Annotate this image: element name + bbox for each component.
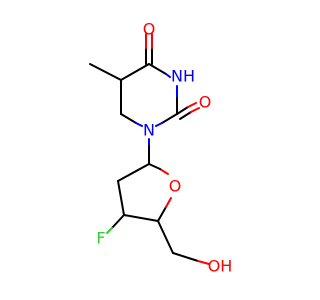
bond-o-c1-red <box>159 168 169 175</box>
bond-c5prime-oh-red <box>197 260 210 265</box>
bond-methyl <box>89 63 122 81</box>
bond-c5-c4 <box>120 63 150 81</box>
bond-o-c1 <box>148 163 161 170</box>
bond-c6-n1-blue <box>135 122 143 127</box>
bond-c2-o <box>176 106 189 115</box>
nitrogen-label: N <box>143 121 155 140</box>
bond-c1-c2prime <box>117 163 150 182</box>
oxygen-label-right: O <box>199 93 212 112</box>
bond-c3prime-f-green <box>106 227 113 234</box>
bond-c4-nh-blue <box>165 73 171 78</box>
fluorine-label: F <box>96 229 105 248</box>
bond-c2-o-red <box>187 102 197 108</box>
hydroxyl-label: OH <box>208 257 233 276</box>
bond-c4prime-o-red <box>165 197 172 208</box>
structural-formula: O NH O N O F OH <box>89 20 233 276</box>
bond-c3prime-c4prime <box>123 214 159 222</box>
bond-c2-n1-blue <box>155 122 163 127</box>
oxygen-label-top: O <box>143 20 156 39</box>
bond-c4-nh <box>148 63 167 75</box>
bond-c4prime-o <box>157 206 167 222</box>
bond-c5prime-oh <box>172 252 199 262</box>
nh-label: NH <box>171 67 195 86</box>
furanose-oxygen-label: O <box>169 177 182 196</box>
bond-c2-n1 <box>161 113 178 124</box>
bond-c4prime-c5prime <box>157 220 174 254</box>
bond-c2-o-inner <box>179 111 192 120</box>
bond-c3prime-f <box>111 214 125 229</box>
bond-c2prime-c3prime <box>117 180 125 216</box>
bond-c6-n1 <box>120 113 137 124</box>
bond-c2-o-inner-red <box>190 107 200 113</box>
